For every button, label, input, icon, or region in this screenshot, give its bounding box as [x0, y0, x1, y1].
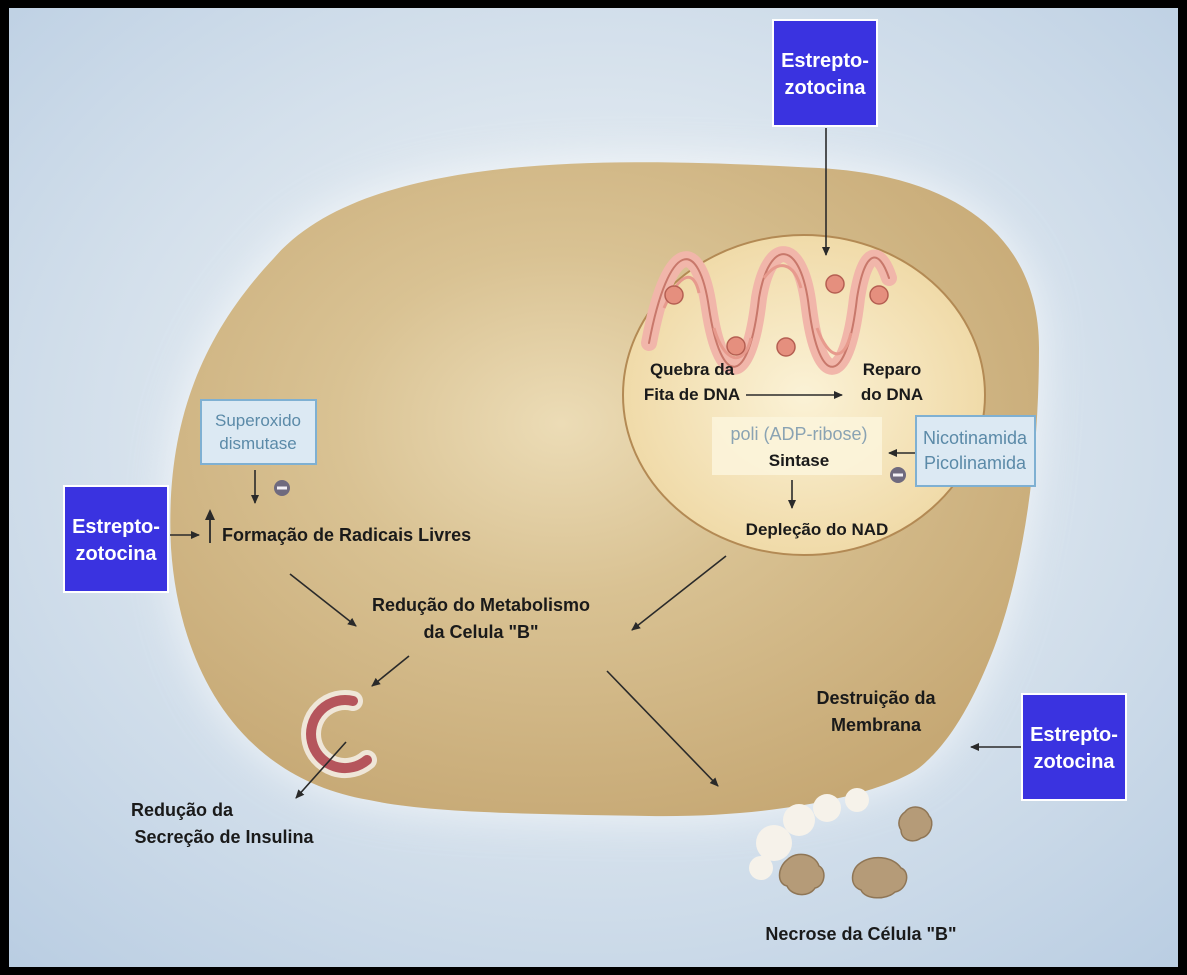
sod-box: Superoxido dismutase: [201, 400, 316, 464]
insulin-line1: Redução da: [131, 800, 234, 820]
diagram-frame: Estrepto- zotocina Estrepto- zotocina Es…: [9, 8, 1178, 967]
enzyme-line2: Sintase: [769, 451, 829, 470]
necrosis-label: Necrose da Célula "B": [765, 924, 956, 944]
drug-box-top-bg: [773, 20, 877, 126]
nad-depletion: Depleção do NAD: [746, 520, 889, 539]
drug-left-line1: Estrepto-: [72, 516, 160, 538]
drug-box-left-bg: [64, 486, 168, 592]
drug-top-line2: zotocina: [784, 77, 866, 99]
enzyme-line1: poli (ADP-ribose): [730, 424, 867, 444]
membrane-line2: Membrana: [831, 715, 922, 735]
dna-repair-line2: do DNA: [861, 385, 923, 404]
inhibitor-line1: Nicotinamida: [923, 428, 1028, 448]
sod-line1: Superoxido: [215, 411, 301, 430]
drug-top-line1: Estrepto-: [781, 50, 869, 72]
insulin-line2: Secreção de Insulina: [134, 827, 314, 847]
drug-right-line2: zotocina: [1033, 751, 1115, 773]
inhibitor-box-bg: [916, 416, 1035, 486]
drug-right-line1: Estrepto-: [1030, 724, 1118, 746]
strand-break-line1: Quebra da: [650, 360, 735, 379]
inhibitor-line2: Picolinamida: [924, 453, 1027, 473]
minus-circle-icon: [274, 480, 290, 496]
drug-box-left: Estrepto- zotocina: [64, 486, 168, 592]
membrane-line1: Destruição da: [816, 688, 936, 708]
drug-left-line2: zotocina: [75, 543, 157, 565]
drug-box-top: Estrepto- zotocina: [773, 20, 877, 126]
streptozotocin-mechanism-diagram: Estrepto- zotocina Estrepto- zotocina Es…: [9, 8, 1178, 967]
inhibitor-box: Nicotinamida Picolinamida: [916, 416, 1035, 486]
sod-box-bg: [201, 400, 316, 464]
drug-box-right: Estrepto- zotocina: [1022, 694, 1126, 800]
sod-line2: dismutase: [219, 434, 296, 453]
dna-repair-line1: Reparo: [863, 360, 922, 379]
metabolism-line1: Redução do Metabolismo: [372, 595, 590, 615]
strand-break-line2: Fita de DNA: [644, 385, 740, 404]
drug-box-right-bg: [1022, 694, 1126, 800]
metabolism-line2: da Celula "B": [423, 622, 538, 642]
free-radicals-label: Formação de Radicais Livres: [222, 525, 471, 545]
minus-circle-icon: [890, 467, 906, 483]
